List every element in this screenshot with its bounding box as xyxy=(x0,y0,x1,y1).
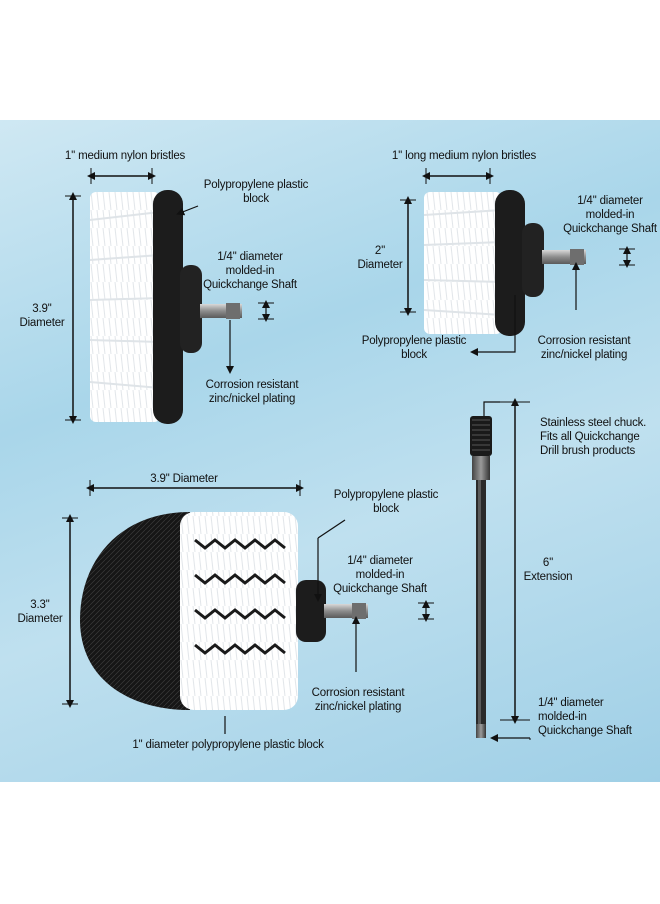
brush2-height-label: 2'' Diameter xyxy=(352,244,408,272)
brush2-shaft-line2: molded-in xyxy=(585,209,635,221)
brush1-plating-line2: zinc/nickel plating xyxy=(208,393,296,405)
brush2-block-line2: block xyxy=(401,349,427,361)
brush3-block-label: Polypropylene plastic block xyxy=(326,488,446,516)
brush2-plating-label: Corrosion resistant zinc/nickel plating xyxy=(530,334,638,362)
brush3-block-line2: block xyxy=(373,503,399,515)
brush3-plating-line2: zinc/nickel plating xyxy=(314,701,402,713)
brush1-bristle-label: 1'' medium nylon bristles xyxy=(64,150,186,162)
brush3-shaft-line2: molded-in xyxy=(355,569,405,581)
brush1-shaft-line3: Quickchange Shaft xyxy=(203,279,297,291)
brush2-bristle-label: 1'' long medium nylon bristles xyxy=(391,150,537,162)
brush2-block-label: Polypropylene plastic block xyxy=(354,334,474,362)
brush3-shaft-line1: 1/4'' diameter xyxy=(347,555,413,567)
brush2-block-line1: Polypropylene plastic xyxy=(361,335,467,347)
brush2-plating-line2: zinc/nickel plating xyxy=(540,349,628,361)
brush3-height-line1: 3.3'' xyxy=(30,599,50,611)
brush1-plating-line1: Corrosion resistant xyxy=(205,379,299,391)
extension-shaft-line2: molded-in xyxy=(538,711,587,723)
brush3-block-line1: Polypropylene plastic xyxy=(333,489,439,501)
diagram-drawing xyxy=(62,168,635,742)
brush-2-drawing xyxy=(423,190,586,336)
brush1-block-line2: block xyxy=(243,193,269,205)
brush1-height-label: 3.9'' Diameter xyxy=(14,302,70,330)
brush2-shaft-line1: 1/4'' diameter xyxy=(577,195,643,207)
extension-shaft-line3: Quickchange Shaft xyxy=(538,725,632,737)
brush-1-drawing xyxy=(89,190,242,424)
brush-3-drawing xyxy=(80,512,368,710)
brush3-width-label: 3.9'' Diameter xyxy=(150,473,218,485)
extension-drawing xyxy=(470,416,492,738)
extension-chuck-label: Stainless steel chuck. Fits all Quickcha… xyxy=(540,416,660,458)
product-diagram-panel: 1'' medium nylon bristles Polypropylene … xyxy=(0,120,660,782)
brush3-base-label: 1'' diameter polypropylene plastic block xyxy=(132,739,324,751)
brush3-plating-line1: Corrosion resistant xyxy=(311,687,405,699)
brush1-shaft-line2: molded-in xyxy=(225,265,275,277)
brush3-height-line2: Diameter xyxy=(17,613,63,625)
brush1-height-line2: Diameter xyxy=(19,317,65,329)
extension-length-line2: Extension xyxy=(523,571,573,583)
extension-length-label: 6'' Extension xyxy=(516,556,580,584)
extension-chuck-line1: Stainless steel chuck. xyxy=(540,417,647,429)
brush1-block-label: Polypropylene plastic block xyxy=(196,178,316,206)
brush3-shaft-label: 1/4'' diameter molded-in Quickchange Sha… xyxy=(330,554,430,596)
brush1-shaft-line1: 1/4'' diameter xyxy=(217,251,283,263)
extension-shaft-line1: 1/4'' diameter xyxy=(538,697,604,709)
brush3-height-label: 3.3'' Diameter xyxy=(12,598,68,626)
brush2-shaft-label: 1/4'' diameter molded-in Quickchange Sha… xyxy=(560,194,660,236)
extension-chuck-line3: Drill brush products xyxy=(540,445,636,457)
brush1-shaft-label: 1/4'' diameter molded-in Quickchange Sha… xyxy=(200,250,300,292)
extension-chuck-line2: Fits all Quickchange xyxy=(540,431,640,443)
brush3-plating-label: Corrosion resistant zinc/nickel plating xyxy=(302,686,414,714)
brush2-plating-line1: Corrosion resistant xyxy=(537,335,631,347)
brush2-height-line2: Diameter xyxy=(357,259,403,271)
brush2-shaft-line3: Quickchange Shaft xyxy=(563,223,657,235)
extension-shaft-label: 1/4'' diameter molded-in Quickchange Sha… xyxy=(538,696,650,738)
brush1-plating-label: Corrosion resistant zinc/nickel plating xyxy=(196,378,308,406)
extension-length-line1: 6'' xyxy=(542,557,554,569)
brush1-block-line1: Polypropylene plastic xyxy=(203,179,309,191)
brush1-height-line1: 3.9'' xyxy=(32,303,52,315)
brush2-height-line1: 2'' xyxy=(374,245,386,257)
brush3-shaft-line3: Quickchange Shaft xyxy=(333,583,427,595)
